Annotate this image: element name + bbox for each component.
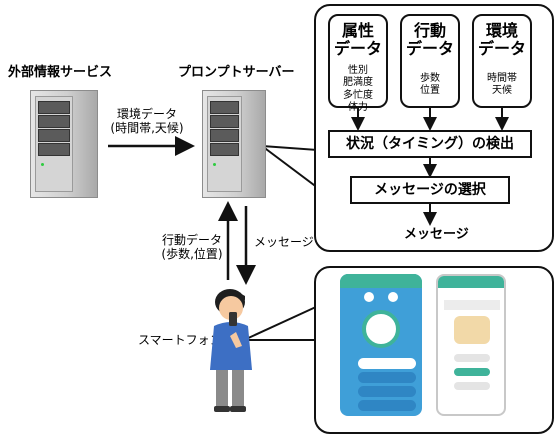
attribute-item: 多忙度 [343,89,373,101]
situation-detect-box: 状況（タイミング）の検出 [328,130,532,158]
behavior-data-label-line2: (歩数,位置) [161,246,223,261]
message-arrow-label: メッセージ [254,235,314,249]
home-message-row [358,386,416,397]
prompt-server-icon [202,90,266,198]
home-message-row [358,372,416,383]
behavior-data-panel: 行動データ 歩数 位置 [400,14,460,108]
home-icon-right [388,292,398,302]
home-screen-progress-ring [362,310,400,348]
app-screen-home [340,274,422,416]
environment-item: 時間帯 [487,72,517,84]
behavior-data-label: 行動データ (歩数,位置) [160,233,224,262]
home-screen-header [340,274,422,288]
attribute-data-panel: 属性データ 性別 肥満度 多忙度 体力 [328,14,388,113]
message-screen-option [454,354,490,362]
message-screen-option [454,382,490,390]
behavior-panel-title-2: データ [405,39,454,59]
attribute-item: 性別 [348,64,368,76]
message-screen-body-text [444,300,500,310]
behavior-panel-title-1: 行動 [413,21,446,40]
environment-panel-title-1: 環境 [485,21,518,40]
environment-data-panel: 環境データ 時間帯 天候 [472,14,532,108]
smartphone-label: スマートフォン [138,333,222,347]
behavior-item: 歩数 [420,72,440,84]
home-message-row [358,400,416,411]
home-icon-left [364,292,374,302]
attribute-item: 体力 [348,102,368,114]
environment-panel-title-2: データ [477,39,526,59]
message-screen-header [438,276,504,288]
environment-item: 天候 [492,85,512,97]
behavior-item: 位置 [420,85,440,97]
env-data-label: 環境データ (時間帯,天候) [110,107,184,136]
prompt-server-label: プロンプトサーバー [178,65,295,80]
app-screen-message [436,274,506,416]
env-data-label-line2: (時間帯,天候) [110,120,184,135]
home-message-row [358,358,416,369]
attribute-panel-title-2: データ [333,39,382,59]
message-screen-illustration [454,316,490,344]
external-service-label: 外部情報サービス [8,65,113,80]
message-output-label: メッセージ [404,227,469,242]
message-select-box: メッセージの選択 [350,176,510,204]
attribute-item: 肥満度 [343,77,373,89]
person-with-phone-illustration [210,289,252,412]
env-data-label-line1: 環境データ [116,107,177,121]
external-service-server-icon [30,90,98,198]
message-screen-option-selected [454,368,490,376]
attribute-panel-title-1: 属性 [341,21,374,40]
behavior-data-label-line1: 行動データ [161,233,222,247]
